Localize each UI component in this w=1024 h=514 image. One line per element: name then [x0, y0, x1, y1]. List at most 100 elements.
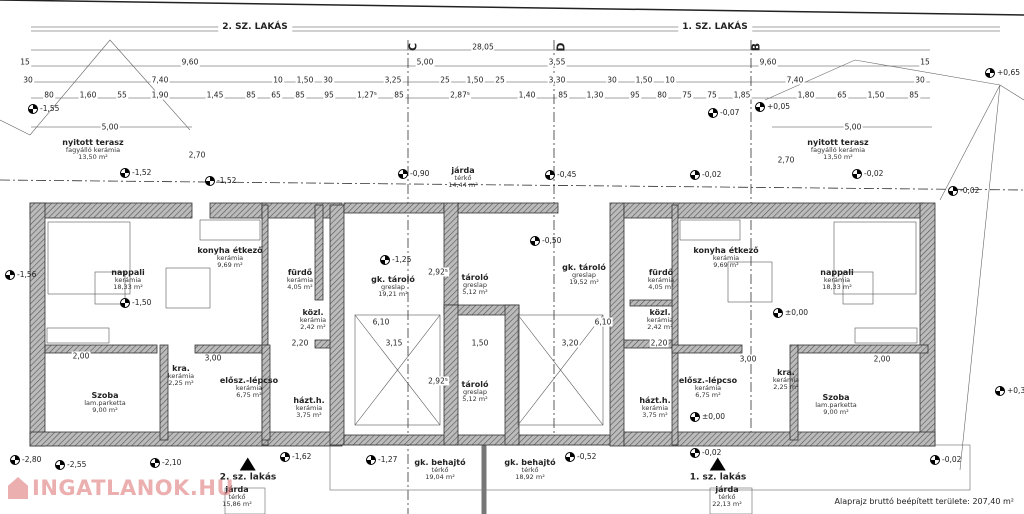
room-name: nappali [111, 267, 145, 277]
house-icon [8, 477, 28, 499]
wall [194, 344, 266, 354]
room-material: kerámia [167, 372, 195, 381]
walls [29, 202, 936, 447]
room-material: lam.parketta [815, 401, 857, 410]
level-marker-icon [690, 412, 700, 422]
dimension-label: 6,10 [371, 317, 391, 327]
dimension-label: 1,90 [150, 90, 170, 100]
room-name: gk. behajtó [504, 457, 556, 467]
dimension-label: 30 [606, 75, 618, 85]
entrance-arrow-icon [709, 457, 726, 471]
dimension-label: 85 [245, 90, 257, 100]
wall [343, 434, 621, 446]
dimension-label: 3,55 [547, 57, 567, 67]
entrance-right: 1. sz. lakás [690, 457, 746, 483]
elevation-value: -2,10 [162, 458, 182, 467]
dimension-label: 2,70 [187, 150, 207, 160]
dimension-label: 65 [270, 90, 282, 100]
room-material: greslap [572, 271, 596, 280]
dimension-label: 1,27⁵ [356, 90, 378, 100]
room-material: greslap [381, 283, 405, 292]
elevation-value: -0,02 [942, 455, 962, 464]
room-name: tároló [461, 379, 489, 389]
level-marker-icon [120, 168, 130, 178]
elevation-marker: ±0,00 [690, 412, 725, 422]
room-name: nappali [820, 267, 854, 277]
elevation-marker: +0,65 [985, 68, 1020, 78]
dimension-label: 1,60 [78, 90, 98, 100]
wall [261, 204, 269, 446]
wall [919, 202, 936, 447]
axis-label-b: B [749, 42, 763, 52]
dimension-label: 25 [439, 75, 451, 85]
level-marker-icon [205, 176, 215, 186]
elevation-marker: -1,52 [120, 168, 151, 178]
elevation-marker: -0,02 [690, 170, 721, 180]
dimension-label: 85 [393, 90, 405, 100]
dimension-label: 5,00 [843, 122, 863, 132]
room-material: kerámia [286, 276, 314, 285]
unit-title-right: 1. SZ. LAKÁS [678, 22, 752, 32]
room-material: greslap [463, 388, 487, 397]
elevation-value: -1,62 [292, 452, 312, 461]
room-material: térkő [228, 493, 246, 502]
room-area: 9,00 m² [92, 406, 118, 415]
dimension-label: 3,30 [547, 75, 567, 85]
room-name: tároló [461, 272, 489, 282]
elevation-value: -0,50 [542, 236, 562, 245]
room-material: greslap [463, 281, 487, 290]
wall [457, 202, 559, 214]
room-area: 3,75 m² [642, 411, 668, 420]
wall [159, 344, 169, 441]
room-name: Szoba [91, 390, 119, 400]
level-marker-icon [10, 455, 20, 465]
wall [329, 204, 345, 446]
dimension-label: 1,80 [796, 90, 816, 100]
room-name: fürdő [648, 267, 674, 277]
room-material: kerámia [299, 316, 327, 325]
elevation-value: -0,45 [557, 170, 577, 179]
dimension-label: 75 [681, 90, 693, 100]
level-marker-icon [690, 448, 700, 458]
dimension-label: 3,15 [384, 338, 404, 348]
room-name: elősz.-lépcso [219, 375, 279, 385]
dimension-label: 2,92⁵ [427, 376, 449, 386]
room-area: 6,75 m² [695, 391, 721, 400]
dimension-label: 1,50 [295, 75, 315, 85]
elevation-value: -0,90 [410, 169, 430, 178]
room-material: térkő [718, 493, 736, 502]
room-area: 9,69 m² [713, 261, 739, 270]
dimension-label: 9,60 [180, 57, 200, 67]
room-name: házt.h. [639, 395, 671, 405]
level-marker-icon [545, 170, 555, 180]
elevation-marker: -0,90 [398, 169, 429, 179]
room-material: kerámia [235, 384, 263, 393]
dimension-label: 9,60 [758, 57, 778, 67]
gross-area-note: Alaprajz bruttó beépített területe: 207,… [834, 497, 1014, 506]
elevation-marker: -0,50 [530, 236, 561, 246]
elevation-value: -1,56 [17, 270, 37, 279]
wall [623, 339, 673, 349]
room-area: 13,50 m² [78, 153, 108, 162]
level-marker-icon [755, 102, 765, 112]
room-area: 18,92 m² [515, 473, 545, 482]
total-width-dimension: 28,05 [471, 42, 495, 52]
wall [343, 202, 445, 214]
dimension-label: 3,25 [383, 75, 403, 85]
dimension-label: 1,50 [634, 75, 654, 85]
elevation-marker: -1,52 [205, 176, 236, 186]
room-name: kra. [777, 367, 795, 377]
watermark-text: INGATLANOK.HU [32, 476, 235, 500]
dimension-label: 3,20 [560, 338, 580, 348]
room-name: konyha étkező [693, 245, 759, 255]
wall [29, 202, 193, 219]
elevation-value: -1,25 [392, 255, 412, 264]
